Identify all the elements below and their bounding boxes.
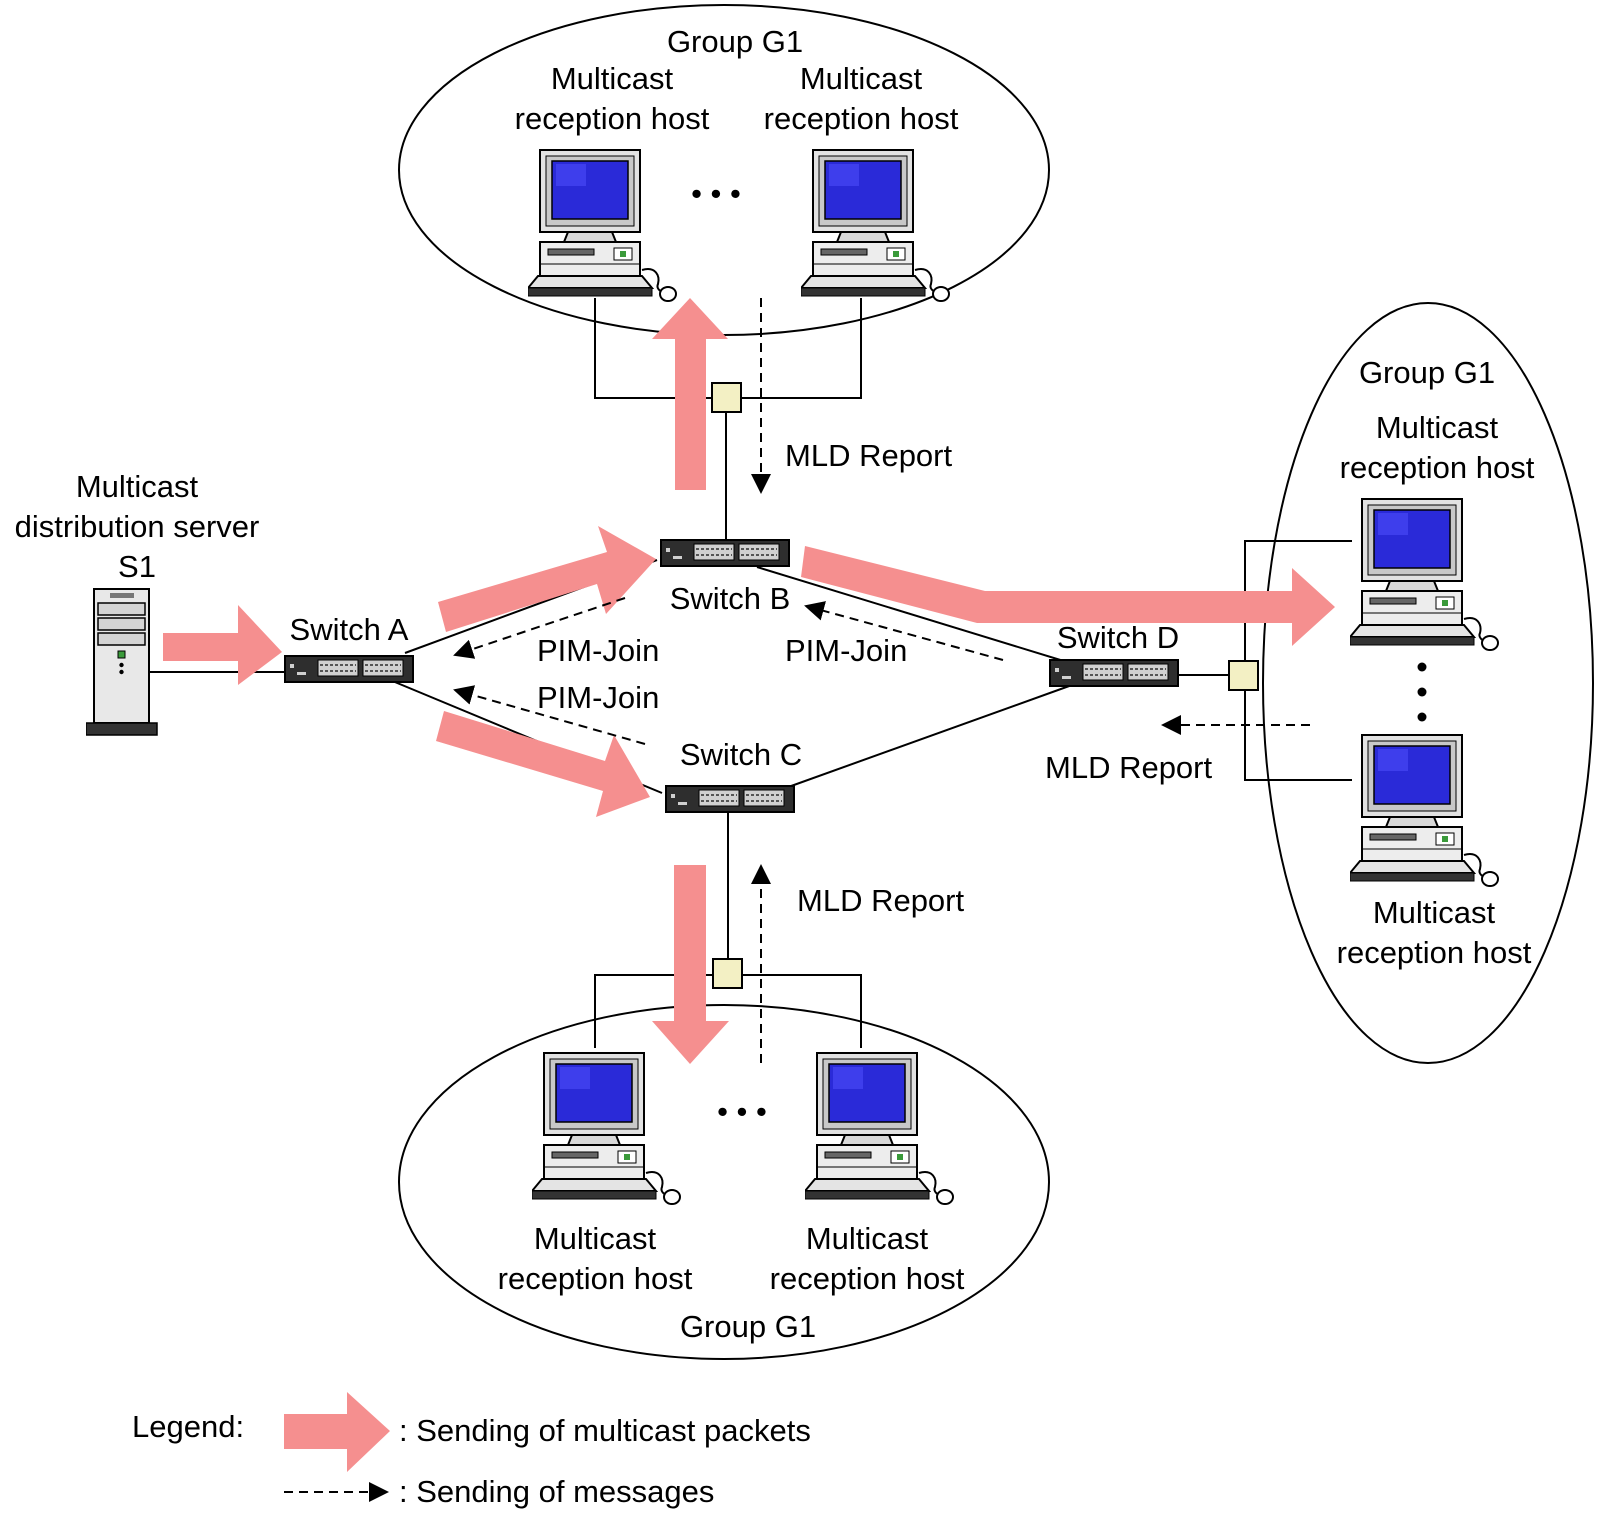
group-right-ellipse: [1262, 302, 1594, 1064]
pim-join-b-to-a-label: PIM-Join: [537, 633, 659, 668]
pc-top-left-icon: [528, 149, 677, 302]
right-host-top-line1: Multicast: [1376, 410, 1499, 445]
legend-multicast-label: : Sending of multicast packets: [399, 1413, 811, 1448]
pc-right-bottom-icon: [1350, 734, 1499, 887]
hub-top: [711, 382, 742, 413]
top-host-left-line1: Multicast: [551, 61, 674, 96]
right-group-ellipsis: [1417, 662, 1427, 722]
bottom-host-right-line2: reception host: [770, 1261, 965, 1296]
pc-bottom-left-icon: [532, 1052, 681, 1205]
pim-arrow-c-to-a: [453, 685, 646, 745]
legend-message-label: : Sending of messages: [399, 1474, 714, 1509]
switch-b-icon: [660, 539, 790, 567]
top-group-ellipsis: • • •: [691, 176, 741, 211]
legend-multicast-arrow: [284, 1392, 390, 1472]
switch-c-label: Switch C: [680, 737, 802, 772]
pc-bottom-right-icon: [805, 1052, 954, 1205]
top-host-right-line1: Multicast: [800, 61, 923, 96]
bottom-host-right-line1: Multicast: [806, 1221, 929, 1256]
top-host-left-line2: reception host: [515, 101, 710, 136]
bottom-group-ellipsis: • • •: [717, 1094, 767, 1129]
pim-arrow-d-to-b: [804, 601, 1004, 661]
switch-a-icon: [284, 655, 414, 683]
hub-right: [1228, 660, 1259, 691]
group-bottom-ellipse: [398, 1004, 1050, 1360]
mld-report-top-label: MLD Report: [785, 438, 952, 473]
right-host-bottom-line1: Multicast: [1373, 895, 1496, 930]
mld-report-right-label: MLD Report: [1045, 750, 1212, 785]
multicast-arrow-server-to-a: [163, 605, 282, 685]
pim-join-d-to-b-label: PIM-Join: [785, 633, 907, 668]
top-group-label: Group G1: [667, 24, 803, 59]
multicast-packet-arrows: [163, 298, 1335, 1064]
hub-bottom: [712, 958, 743, 989]
multicast-arrow-b-to-d: [801, 546, 1335, 646]
switch-c-icon: [665, 785, 795, 813]
bottom-host-left-line1: Multicast: [534, 1221, 657, 1256]
switch-d-label: Switch D: [1057, 620, 1179, 655]
pim-join-c-to-a-label: PIM-Join: [537, 680, 659, 715]
multicast-arrow-a-to-b: [438, 526, 656, 632]
mld-report-bottom-label: MLD Report: [797, 883, 964, 918]
multicast-arrow-c-to-bottom-group: [652, 865, 729, 1064]
switch-a-label: Switch A: [290, 612, 409, 647]
message-arrows: [453, 298, 1310, 1063]
pc-right-top-icon: [1350, 498, 1499, 651]
bottom-group-label: Group G1: [680, 1309, 816, 1344]
right-host-top-line2: reception host: [1340, 450, 1535, 485]
server-label-line3: S1: [118, 549, 156, 584]
legend-title: Legend:: [132, 1409, 244, 1444]
switch-b-label: Switch B: [670, 581, 791, 616]
switch-d-icon: [1049, 659, 1179, 687]
server-label-line1: Multicast: [76, 469, 199, 504]
top-host-right-line2: reception host: [764, 101, 959, 136]
legend: Legend: : Sending of multicast packets :…: [132, 1392, 811, 1509]
multicast-arrow-a-to-c: [436, 711, 650, 817]
right-group-label: Group G1: [1359, 355, 1495, 390]
right-host-bottom-line2: reception host: [1337, 935, 1532, 970]
pc-top-right-icon: [801, 149, 950, 302]
server-label-line2: distribution server: [15, 509, 260, 544]
bottom-host-left-line2: reception host: [498, 1261, 693, 1296]
server-tower-icon: [86, 588, 158, 736]
multicast-arrow-b-to-top-group: [652, 298, 728, 490]
